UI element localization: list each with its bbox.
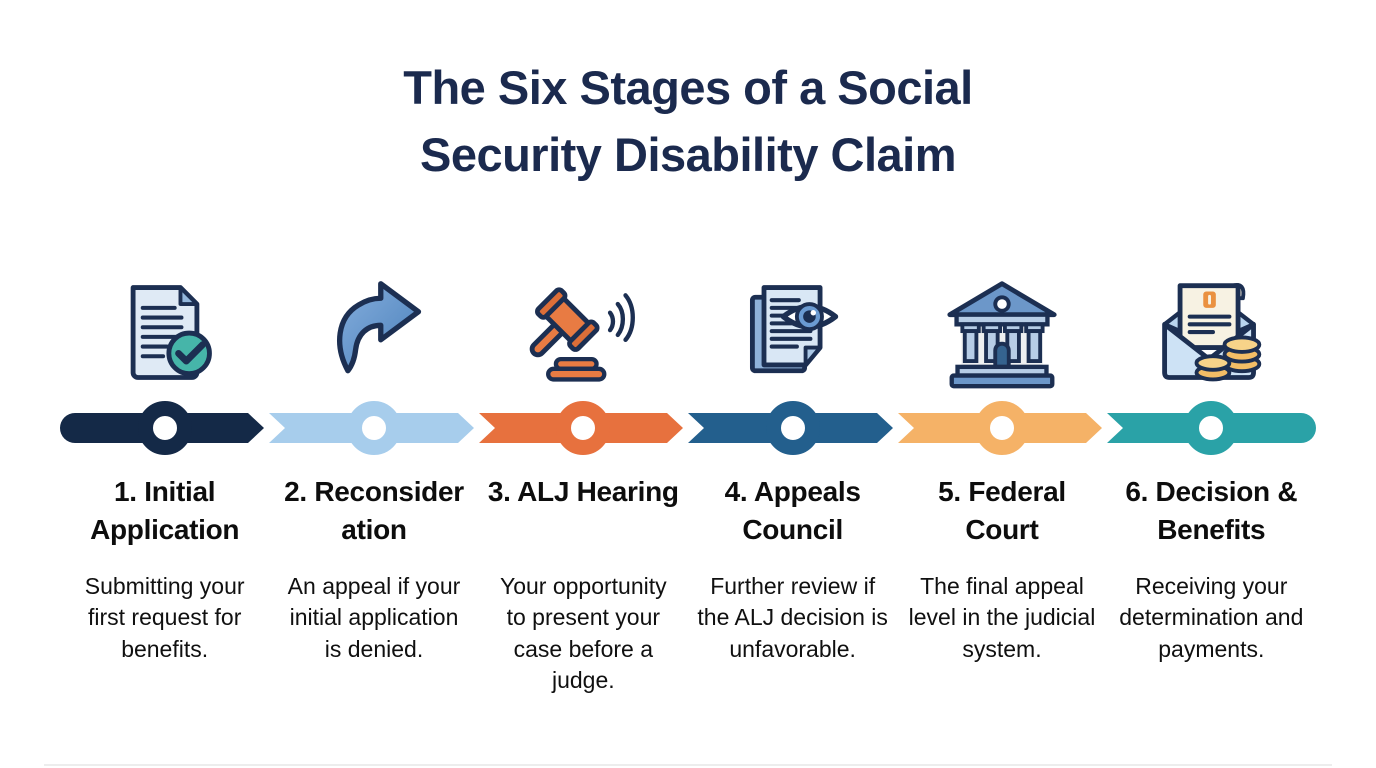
timeline	[60, 401, 1316, 455]
stage-6-icon-cell	[1107, 270, 1316, 398]
stage-5-description: The final appeal level in the judicial s…	[908, 573, 1096, 662]
stage-6-description: Receiving your determination and payment…	[1119, 573, 1304, 662]
stage-1-icon-cell	[60, 270, 269, 398]
stage-4-text: 4. Appeals Council Further review if the…	[688, 473, 897, 696]
stage-2-text: 2. Reconsideration An appeal if your ini…	[269, 473, 478, 696]
timeline-node-1	[138, 401, 192, 455]
timeline-node-4	[766, 401, 820, 455]
stage-1-title: 1. Initial Application	[90, 476, 240, 546]
stage-2-description: An appeal if your initial application is…	[287, 573, 461, 662]
timeline-node-6	[1184, 401, 1238, 455]
stage-4-description: Further review if the ALJ decision is un…	[697, 573, 888, 662]
stage-2-title: 2. Reconsideration	[284, 476, 464, 546]
documents-eye-icon	[749, 285, 838, 374]
stage-6-title: 6. Decision & Benefits	[1125, 476, 1298, 546]
page-title-line-2: Security Disability Claim	[419, 128, 957, 182]
stage-4-title: 4. Appeals Council	[724, 476, 861, 546]
timeline-node-5	[975, 401, 1029, 455]
stage-3-icon-cell	[479, 270, 688, 398]
gavel-icon	[529, 287, 636, 382]
page-title-line-1: The Six Stages of a Social	[403, 61, 973, 114]
stage-icon-row	[60, 270, 1316, 398]
envelope-coins-icon	[1162, 283, 1262, 382]
stage-text-row: 1. Initial Application Submitting your f…	[60, 473, 1316, 696]
stage-3-description: Your opportunity to present your case be…	[499, 573, 667, 693]
courthouse-icon	[947, 281, 1057, 389]
stage-5-title: 5. Federal Court	[938, 476, 1066, 546]
bottom-divider	[44, 764, 1332, 766]
stage-5-text: 5. Federal Court The final appeal level …	[897, 473, 1106, 696]
stage-2-icon-cell	[269, 270, 478, 398]
stage-3-text: 3. ALJ Hearing Your opportunity to prese…	[479, 473, 688, 696]
stage-6-text: 6. Decision & Benefits Receiving your de…	[1107, 473, 1316, 696]
stage-1-text: 1. Initial Application Submitting your f…	[60, 473, 269, 696]
redo-arrow-icon	[337, 281, 422, 374]
document-check-icon	[130, 285, 212, 380]
stage-3-title: 3. ALJ Hearing	[487, 476, 679, 507]
stage-5-icon-cell	[897, 270, 1106, 398]
page-title: The Six Stages of a Social Security Disa…	[0, 54, 1376, 188]
stage-4-icon-cell	[688, 270, 897, 398]
timeline-node-3	[556, 401, 610, 455]
stage-1-description: Submitting your first request for benefi…	[84, 573, 245, 662]
timeline-node-2	[347, 401, 401, 455]
